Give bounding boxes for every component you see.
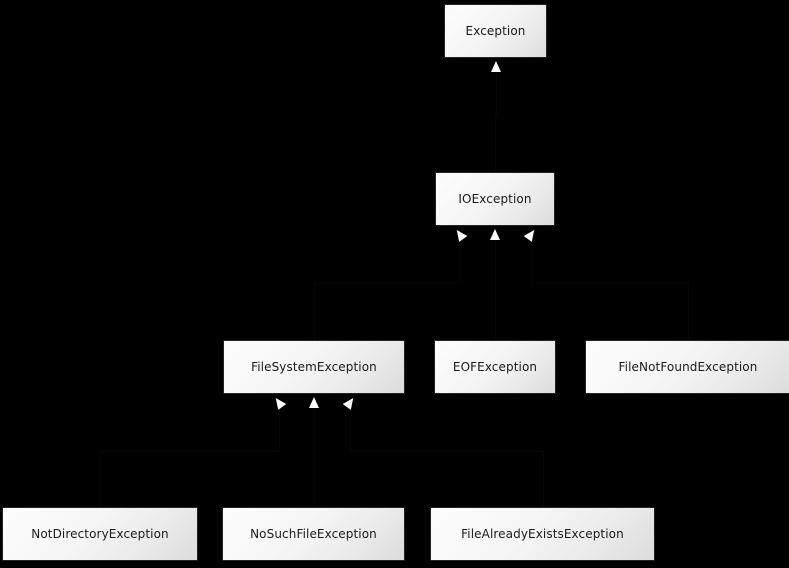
class-node-filealreadyexistsexception[interactable]: FileAlreadyExistsException	[430, 507, 655, 561]
edge-filesystemexception-ioexception-segment-upper	[460, 238, 461, 283]
class-node-label: Exception	[465, 24, 526, 38]
class-node-notdirectoryexception[interactable]: NotDirectoryException	[2, 507, 198, 561]
edge-filealreadyexistsexception-filesystemexception-segment-lower	[543, 451, 544, 507]
edge-ioexception-exception-segment-lower	[495, 115, 496, 172]
class-node-nosuchfileexception[interactable]: NoSuchFileException	[222, 507, 405, 561]
edge-filealreadyexistsexception-filesystemexception-segment-mid	[350, 451, 543, 452]
class-node-label: IOException	[458, 192, 532, 206]
class-node-label: FileNotFoundException	[618, 360, 758, 374]
class-node-label: EOFException	[452, 360, 538, 374]
edge-eofexception-ioexception-segment-lower	[495, 283, 496, 340]
class-node-exception[interactable]: Exception	[444, 4, 547, 58]
class-node-ioexception[interactable]: IOException	[435, 172, 555, 226]
edge-filesystemexception-ioexception-segment-lower	[314, 283, 315, 340]
edge-filenotfoundexception-ioexception-segment-mid	[531, 283, 688, 284]
edge-notdirectoryexception-filesystemexception-segment-upper	[279, 406, 280, 451]
edge-filenotfoundexception-ioexception-segment-upper	[531, 238, 532, 283]
class-node-label: NotDirectoryException	[31, 527, 169, 541]
edge-eofexception-ioexception-segment-upper	[495, 238, 496, 283]
class-node-label: FileSystemException	[251, 360, 377, 374]
class-node-label: FileAlreadyExistsException	[461, 527, 624, 541]
class-node-filesystemexception[interactable]: FileSystemException	[223, 340, 405, 394]
edge-filealreadyexistsexception-filesystemexception-segment-upper	[350, 406, 351, 451]
edge-ioexception-exception-segment-mid	[495, 115, 496, 116]
edge-ioexception-exception-segment-upper	[496, 70, 497, 115]
edge-notdirectoryexception-filesystemexception-segment-mid	[100, 451, 279, 452]
edge-filesystemexception-ioexception-segment-mid	[314, 283, 460, 284]
edge-nosuchfileexception-filesystemexception-segment-lower	[314, 451, 315, 507]
edge-filenotfoundexception-ioexception-segment-lower	[688, 283, 689, 340]
edge-notdirectoryexception-filesystemexception-segment-lower	[100, 451, 101, 507]
edge-nosuchfileexception-filesystemexception-segment-upper	[314, 406, 315, 451]
class-node-filenotfoundexception[interactable]: FileNotFoundException	[585, 340, 789, 394]
class-node-eofexception[interactable]: EOFException	[434, 340, 556, 394]
class-node-label: NoSuchFileException	[250, 527, 377, 541]
